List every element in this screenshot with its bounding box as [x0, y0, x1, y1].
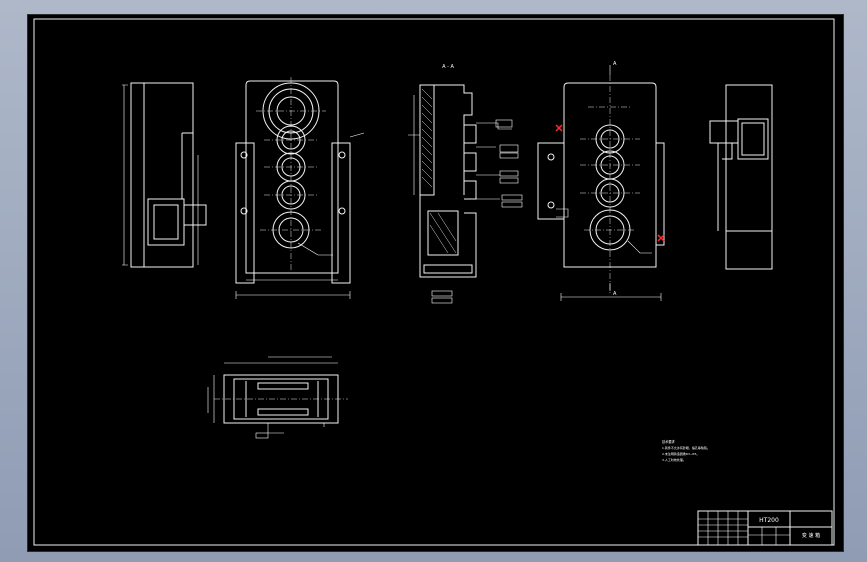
section-view: A - A — [408, 64, 523, 304]
rear-view: A A — [537, 61, 665, 301]
red-mark — [555, 124, 563, 132]
notes-title: 技术要求 — [662, 439, 676, 444]
inner-border — [33, 18, 835, 546]
front-view — [235, 77, 365, 299]
part-name-label: 变 速 箱 — [802, 532, 820, 539]
material-label: HT200 — [759, 517, 779, 524]
top-view — [207, 356, 348, 439]
view-marker-bottom: A — [613, 291, 617, 297]
section-label: A - A — [442, 64, 454, 70]
title-block: HT200 变 速 箱 — [697, 510, 833, 546]
note-line: 3.人工时效处理。 — [662, 457, 686, 462]
left-side-view — [122, 82, 207, 268]
cad-drawing: A - A — [33, 18, 835, 546]
note-line: 1.铸件不允许有砂眼、缩孔等缺陷。 — [662, 445, 710, 450]
technical-notes: 技术要求 1.铸件不允许有砂眼、缩孔等缺陷。 2.未注明铸造圆角R3~R5。 3… — [662, 439, 710, 462]
drawing-sheet: A - A — [27, 14, 844, 552]
right-side-view — [709, 84, 773, 270]
note-line: 2.未注明铸造圆角R3~R5。 — [662, 451, 699, 456]
red-mark — [657, 234, 665, 242]
view-marker-top: A — [613, 61, 617, 67]
